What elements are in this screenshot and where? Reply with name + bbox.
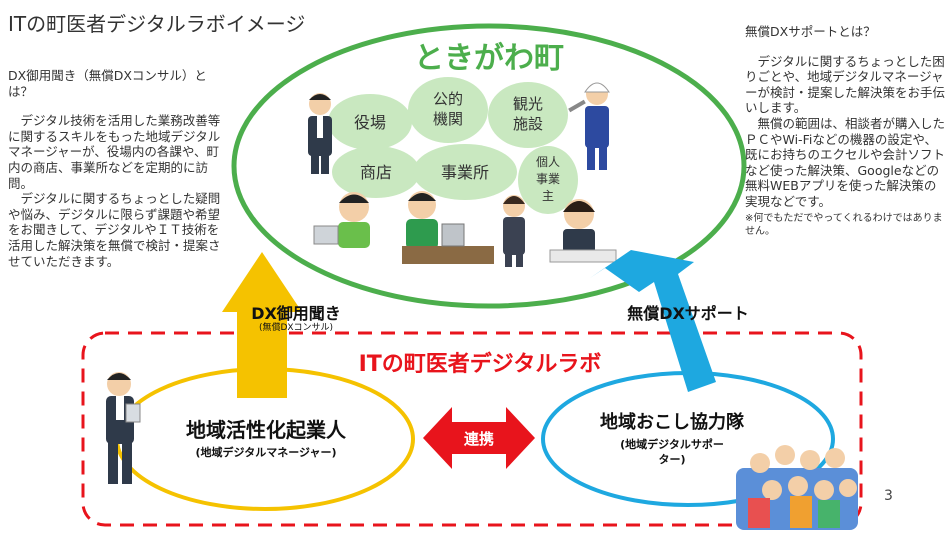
bubble-tourism-facility bbox=[488, 82, 568, 148]
bubble-label-sole-3: 主 bbox=[542, 189, 554, 203]
bubble-label-tourism-1: 観光 bbox=[513, 95, 543, 113]
bubble-label-tourism-2: 施設 bbox=[513, 115, 543, 133]
dx-consult-label: DX御用聞き bbox=[251, 304, 341, 323]
lab-border bbox=[81, 331, 863, 527]
bubble-label-public-agency-2: 機関 bbox=[433, 110, 463, 128]
town-name: ときがわ町 bbox=[414, 41, 564, 76]
bubble-label-sole-2: 事業 bbox=[536, 172, 560, 186]
dx-support-paragraph-2: 無償の範囲は、相談者が購入したＰＣやWi-Fiなどの機器の設定や、既にお持ちのエ… bbox=[745, 115, 946, 209]
lab-name: ITの町医者デジタルラボ bbox=[359, 351, 602, 377]
page-title: ITの町医者デジタルラボイメージ bbox=[8, 12, 306, 36]
collaboration-label: 連携 bbox=[464, 430, 494, 448]
dx-support-description: 無償DXサポートとは？ デジタルに関するちょっとした困りごとや、地域デジタルマネ… bbox=[745, 24, 945, 238]
dx-consult-description: DX御用聞き（無償DXコンサル）とは？ デジタル技術を活用した業務改善等に関する… bbox=[8, 68, 230, 269]
bubble-business bbox=[413, 144, 517, 200]
shopkeeper-illustration bbox=[313, 192, 370, 248]
page-number: 3 bbox=[884, 488, 893, 504]
dx-support-heading: 無償DXサポートとは？ bbox=[745, 24, 876, 39]
dx-support-arrow bbox=[590, 250, 716, 392]
barista-illustration bbox=[402, 191, 494, 264]
dx-consult-sublabel: (無償DXコンサル) bbox=[259, 321, 333, 333]
supporter-subtitle-line-1: (地域デジタルサポー bbox=[620, 437, 724, 451]
bubble-sole-proprietor bbox=[518, 146, 578, 214]
dx-consult-paragraph-1: デジタル技術を活用した業務改善等に関するスキルをもった地域デジタルマネージャーが… bbox=[8, 113, 221, 191]
bubble-public-agency bbox=[408, 77, 488, 143]
dx-support-note: ※何でもただでやってくれるわけではありません。 bbox=[745, 212, 943, 237]
bubble-label-sole-1: 個人 bbox=[536, 155, 560, 169]
bubble-label-business: 事業所 bbox=[441, 163, 489, 182]
bubble-shop bbox=[332, 146, 420, 198]
office-woman-illustration bbox=[503, 195, 525, 267]
clerk-man-illustration bbox=[308, 93, 332, 174]
bubble-label-public-agency-1: 公的 bbox=[433, 90, 463, 108]
collaboration-arrow bbox=[423, 407, 535, 469]
businessman-illustration bbox=[106, 372, 141, 484]
bubble-label-town-office: 役場 bbox=[354, 113, 386, 132]
bubble-town-office bbox=[328, 94, 412, 150]
dx-support-label: 無償DXサポート bbox=[627, 304, 749, 323]
dx-consult-heading: DX御用聞き（無償DXコンサル）とは？ bbox=[8, 68, 207, 99]
crowd-illustration bbox=[736, 445, 858, 530]
bubble-label-shop: 商店 bbox=[360, 163, 392, 182]
manager-title: 地域活性化起業人 bbox=[186, 418, 347, 442]
manager-subtitle: (地域デジタルマネージャー) bbox=[195, 445, 336, 459]
supporter-title: 地域おこし協力隊 bbox=[600, 411, 745, 433]
lab-label-bg bbox=[328, 348, 634, 378]
dx-support-paragraph-1: デジタルに関するちょっとした困りごとや、地域デジタルマネージャーが検討・提案した… bbox=[745, 53, 946, 116]
desk-woman-illustration bbox=[549, 199, 617, 263]
worker-woman-illustration bbox=[568, 82, 610, 170]
dx-consult-arrow bbox=[222, 252, 302, 398]
dx-consult-paragraph-2: デジタルに関するちょっとした疑問や悩み、デジタルに限らず課題や希望をお聞きして、… bbox=[8, 191, 221, 269]
supporter-subtitle-line-2: ター) bbox=[658, 453, 685, 466]
